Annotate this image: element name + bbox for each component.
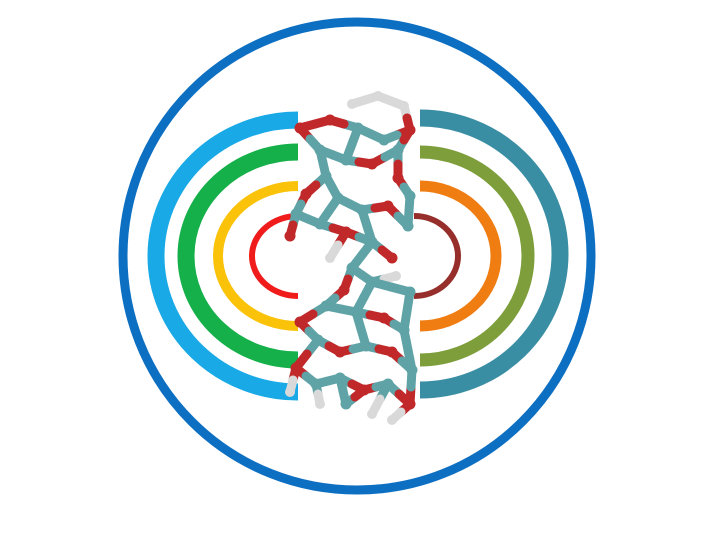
outer-ring bbox=[118, 17, 596, 495]
oxygen-atom bbox=[382, 200, 394, 212]
oxygen-atom bbox=[340, 226, 352, 238]
right-arc-third bbox=[419, 180, 502, 332]
carbon-atom bbox=[392, 144, 404, 156]
hydrogen-atom bbox=[391, 271, 401, 281]
carbon-atom bbox=[332, 192, 344, 204]
carbon-atom bbox=[360, 340, 372, 352]
hydrogen-atom bbox=[347, 99, 357, 109]
hydrogen-atom bbox=[387, 415, 397, 425]
carbon-atom bbox=[340, 398, 352, 410]
oxygen-atom bbox=[300, 188, 312, 200]
oxygen-atom bbox=[392, 172, 404, 184]
left-arc-inner bbox=[249, 213, 299, 299]
left-arc-third bbox=[213, 181, 299, 331]
oxygen-atom bbox=[294, 316, 306, 328]
left-arc-outer bbox=[147, 111, 299, 401]
carbon-atom bbox=[378, 134, 390, 146]
oxygen-atom bbox=[334, 346, 346, 358]
carbon-atom bbox=[314, 218, 326, 230]
oxygen-atom bbox=[404, 398, 416, 410]
carbon-atom bbox=[398, 324, 410, 336]
right-arc-outer bbox=[419, 109, 569, 399]
oxygen-atom bbox=[358, 384, 370, 396]
carbon-atom bbox=[366, 276, 378, 288]
hydrogen-atom bbox=[373, 91, 383, 101]
carbon-atom bbox=[404, 286, 416, 298]
carbon-atom bbox=[334, 372, 346, 384]
molecule-model bbox=[284, 91, 418, 425]
left-arc-second bbox=[177, 143, 299, 369]
carbon-atom bbox=[404, 190, 416, 202]
molecule-atoms bbox=[284, 91, 418, 425]
hydrogen-atom bbox=[399, 101, 409, 111]
hydrogen-atom bbox=[285, 387, 295, 397]
carbon-atom bbox=[290, 208, 302, 220]
hydrogen-atom bbox=[315, 399, 325, 409]
oxygen-atom bbox=[378, 312, 390, 324]
carbon-atom bbox=[346, 262, 358, 274]
carbon-atom bbox=[356, 204, 368, 216]
right-arc-inner bbox=[413, 213, 461, 299]
oxygen-atom bbox=[366, 158, 378, 170]
carbon-atom bbox=[314, 144, 326, 156]
carbon-atom bbox=[352, 122, 364, 134]
hydrogen-atom bbox=[367, 409, 377, 419]
carbon-atom bbox=[402, 220, 414, 232]
carbon-atom bbox=[310, 378, 322, 390]
oxygen-atom bbox=[386, 346, 398, 358]
carbon-atom bbox=[320, 170, 332, 182]
carbon-atom bbox=[406, 364, 418, 376]
carbon-atom bbox=[382, 378, 394, 390]
oxygen-atom bbox=[284, 230, 296, 242]
oxygen-atom bbox=[324, 114, 336, 126]
oxygen-atom bbox=[386, 252, 398, 264]
hydrogen-atom bbox=[325, 253, 335, 263]
carbon-atom bbox=[312, 334, 324, 346]
oxygen-atom bbox=[338, 284, 350, 296]
oxygen-atom bbox=[404, 124, 416, 136]
oxygen-atom bbox=[290, 362, 302, 374]
carbon-atom bbox=[340, 154, 352, 166]
carbon-atom bbox=[320, 300, 332, 312]
oxygen-atom bbox=[294, 122, 306, 134]
right-arc-second bbox=[419, 145, 535, 367]
carbon-atom bbox=[350, 306, 362, 318]
carbon-atom bbox=[366, 236, 378, 248]
